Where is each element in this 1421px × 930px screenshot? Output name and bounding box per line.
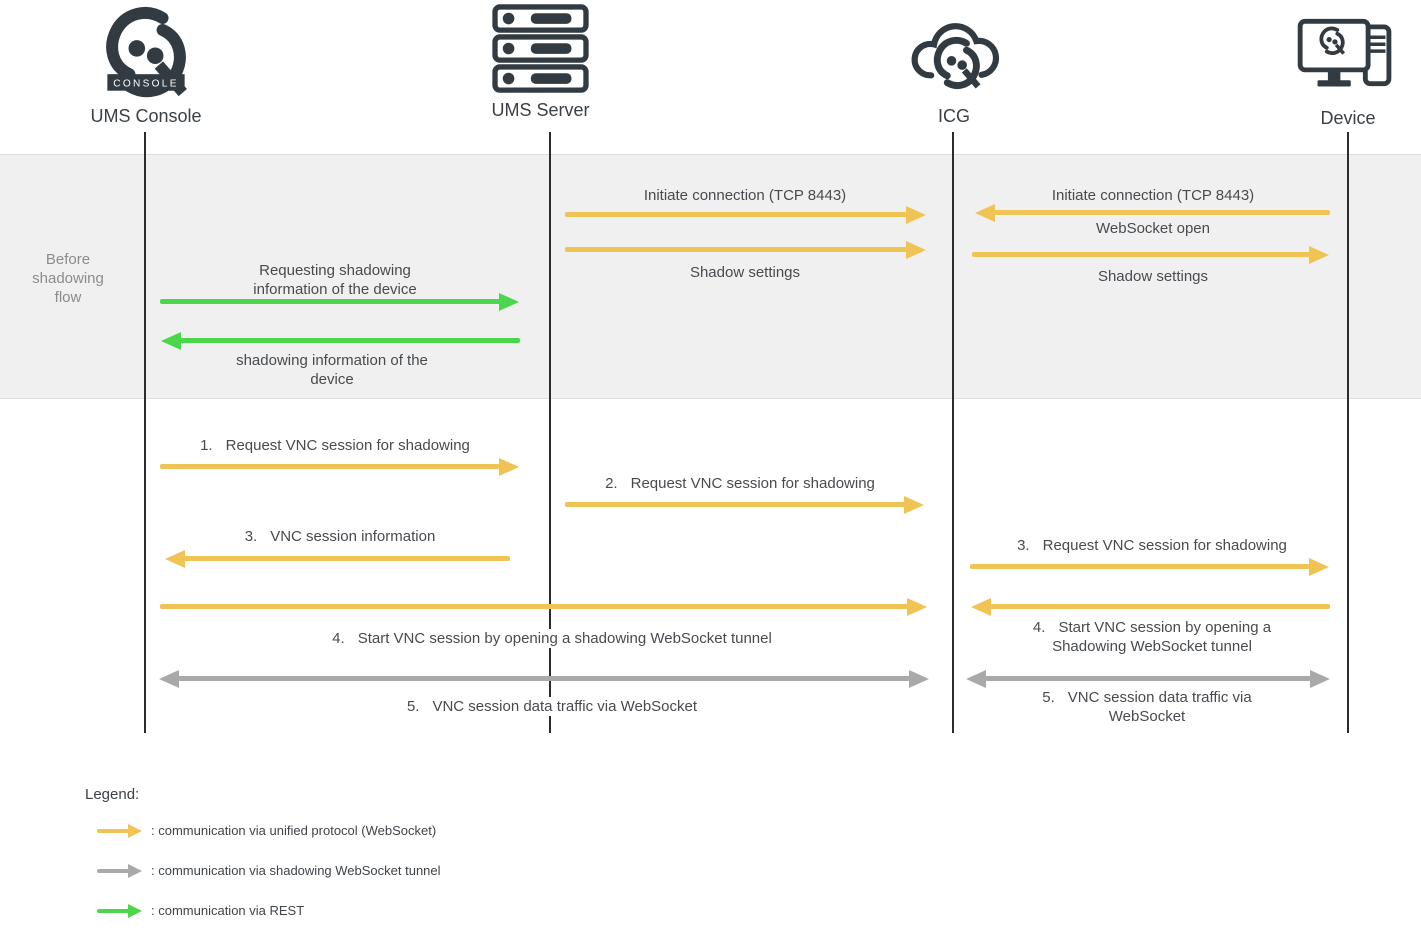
msg-websocket-open: WebSocket open [1096,220,1210,237]
arrow-request-shadowing-info [160,292,519,311]
msg-initiate-connection-device-icg: Initiate connection (TCP 8443) [1051,187,1255,204]
msg-step5-right: 5. VNC session data traffic via WebSocket [1025,688,1270,726]
msg-step3-req: 3. Request VNC session for shadowing [1017,536,1287,555]
actor-icg: ICG [905,5,1003,127]
yellow-arrow-icon [97,823,142,838]
msg-step5-long-number: 5. [406,698,420,715]
gray-arrow-icon [97,863,142,878]
msg-step3-req-text: Request VNC session for shadowing [1042,537,1287,554]
server-rack-icon [492,4,589,94]
lifeline-icg [952,132,954,733]
phase-label: Before shadowing flow [32,251,104,306]
msg-step2-number: 2. [605,475,618,492]
legend-item-unified-protocol: : communication via unified protocol (We… [97,823,436,838]
msg-step5-long: 5. VNC session data traffic via WebSocket [398,697,706,716]
msg-step4-long: 4. Start VNC session by opening a shadowi… [324,629,780,648]
msg-step5-right-number: 5. [1042,689,1055,706]
actor-device: Device [1295,10,1401,129]
arrow-step5-icg-device [966,669,1330,688]
actor-label-ums-console: UMS Console [90,106,202,126]
legend-title: Legend: [85,786,140,803]
msg-step4-long-number: 4. [332,630,345,647]
monitor-tower-icon [1296,10,1400,102]
msg-step2: 2. Request VNC session for shadowing [605,474,875,493]
msg-step3-info-number: 3. [244,528,258,545]
msg-request-shadowing-info: Requesting shadowing information of the … [253,262,417,298]
actor-ums-server: UMS Server [488,4,593,121]
msg-step5-right-text: VNC session data traffic via WebSocket [1067,689,1252,725]
before-shadowing-band [0,154,1421,399]
msg-initiate-connection-server-icg: Initiate connection (TCP 8443) [643,187,847,204]
legend-item-shadow-tunnel: : communication via shadowing WebSocket … [97,863,441,878]
arrow-shadow-settings-server-icg [565,240,926,259]
msg-step4-long-text: Start VNC session by opening a shadowing… [357,630,772,647]
msg-step1-text: Request VNC session for shadowing [225,437,470,454]
lifeline-device [1347,132,1349,733]
arrow-step4-console-icg [160,597,927,616]
console-badge-label: CONSOLE [113,79,179,90]
msg-step5-long-text: VNC session data traffic via WebSocket [432,698,698,715]
msg-step1-number: 1. [200,437,213,454]
msg-step3-req-number: 3. [1017,537,1030,554]
cloud-knot-icon [906,5,1002,100]
msg-shadowing-info: shadowing information of the device [236,352,428,388]
arrow-step1-console-server [160,457,519,476]
arrow-step5-console-icg [159,669,929,688]
actor-ums-console: CONSOLE UMS Console [90,6,202,127]
green-arrow-icon [97,903,142,918]
lifeline-ums-console [144,132,146,733]
arrow-step4-device-icg [971,597,1330,616]
msg-shadow-settings-server-icg: Shadow settings [689,264,801,281]
arrow-step2-server-icg [565,495,924,514]
msg-step3-info: 3. VNC session information [245,527,436,546]
lifeline-ums-server [549,132,551,733]
arrow-step3-icg-device [970,557,1329,576]
msg-step1: 1. Request VNC session for shadowing [200,436,470,455]
msg-step4-right: 4. Start VNC session by opening a Shadowi… [1012,618,1292,656]
msg-step4-right-number: 4. [1032,619,1046,636]
msg-step2-text: Request VNC session for shadowing [630,475,875,492]
msg-shadow-settings-icg-device: Shadow settings [1097,268,1209,285]
arrow-step3-server-console [165,549,510,568]
arrow-shadow-settings-icg-device [972,245,1329,264]
arrow-initiate-connection-device-icg [975,203,1330,222]
arrow-initiate-connection-server-icg [565,205,926,224]
ums-console-icon: CONSOLE [100,6,192,100]
legend-item-rest: : communication via REST [97,903,304,918]
actor-label-device: Device [1320,108,1376,128]
legend-label-shadow-tunnel: : communication via shadowing WebSocket … [151,863,441,878]
arrow-shadowing-info-return [161,331,520,350]
actor-label-ums-server: UMS Server [491,100,590,120]
legend-label-rest: : communication via REST [151,903,305,918]
msg-step3-info-text: VNC session information [270,528,436,545]
actor-label-icg: ICG [937,106,970,126]
msg-step4-right-text: Start VNC session by opening a Shadowing… [1052,619,1272,655]
legend-label-unified-protocol: : communication via unified protocol (We… [151,823,437,838]
